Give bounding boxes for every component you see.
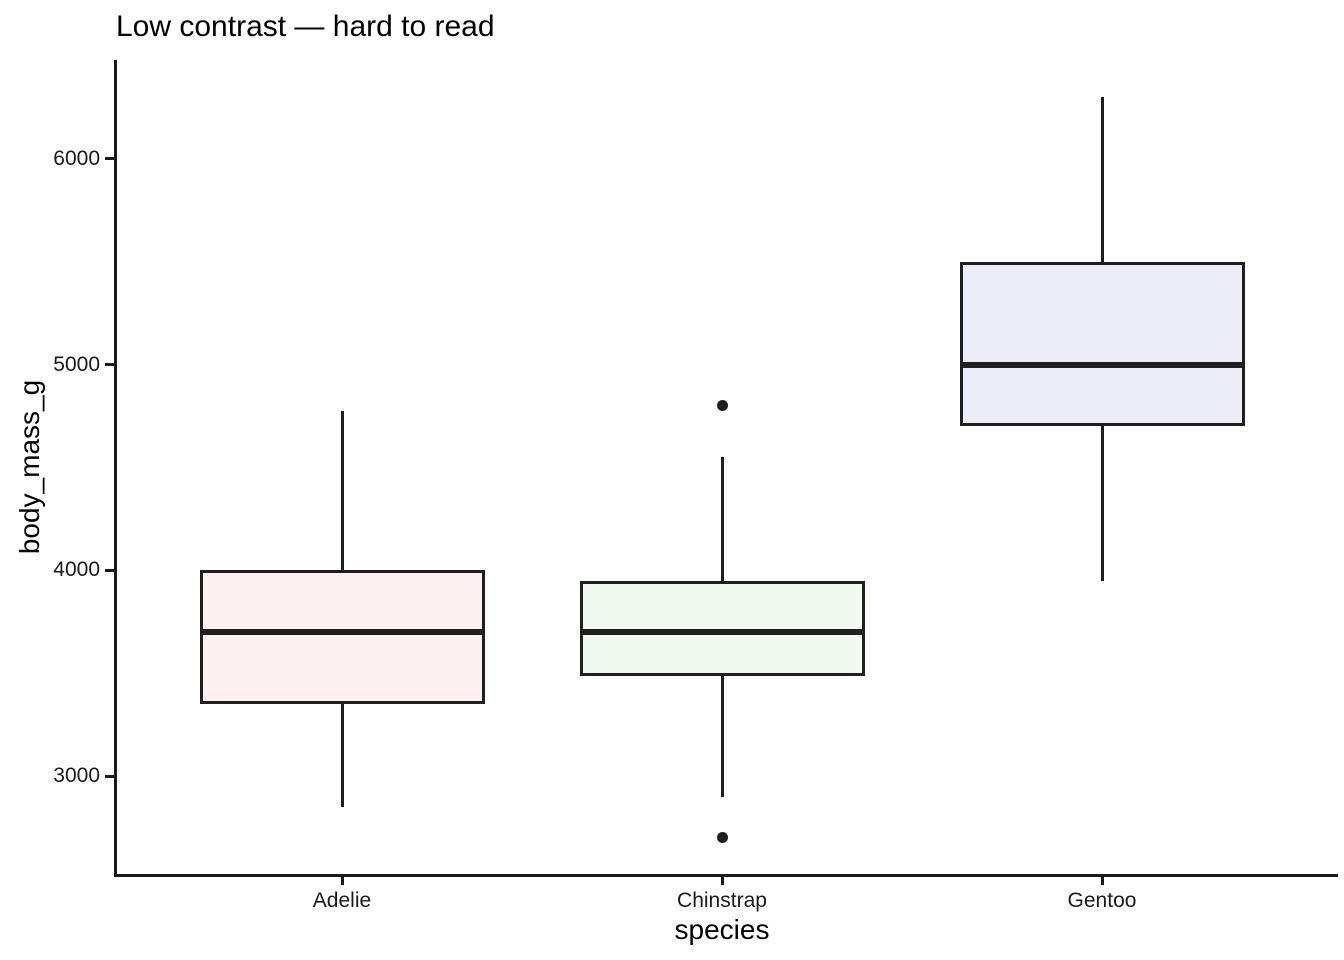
y-tick-mark bbox=[105, 157, 114, 161]
y-tick-label: 4000 bbox=[53, 558, 100, 582]
iqr-box bbox=[579, 580, 865, 676]
x-tick-label: Gentoo bbox=[1067, 889, 1137, 912]
iqr-box bbox=[199, 570, 485, 705]
upper-whisker bbox=[340, 410, 344, 571]
y-tick-label: 5000 bbox=[53, 352, 100, 376]
x-tick-mark bbox=[720, 877, 724, 885]
lower-whisker bbox=[340, 704, 344, 808]
y-tick-mark bbox=[105, 568, 114, 572]
y-tick-mark bbox=[105, 363, 114, 367]
y-tick-mark bbox=[105, 774, 114, 778]
lower-whisker bbox=[720, 675, 724, 797]
lower-whisker bbox=[1100, 426, 1104, 581]
plot-title: Low contrast — hard to read bbox=[116, 10, 495, 43]
iqr-box bbox=[959, 261, 1245, 427]
median-line bbox=[959, 361, 1245, 368]
y-axis-line bbox=[114, 60, 117, 877]
x-tick-mark bbox=[340, 877, 344, 885]
y-axis-title: body_mass_g bbox=[14, 379, 45, 555]
upper-whisker bbox=[720, 457, 724, 581]
outlier-point bbox=[716, 832, 728, 844]
x-tick-label: Chinstrap bbox=[677, 889, 767, 912]
x-axis-line bbox=[114, 874, 1338, 877]
x-tick-mark bbox=[1100, 877, 1104, 885]
y-tick-label: 6000 bbox=[53, 146, 100, 170]
y-tick-label: 3000 bbox=[53, 764, 100, 788]
median-line bbox=[579, 629, 865, 636]
outlier-point bbox=[716, 400, 728, 412]
median-line bbox=[199, 629, 485, 636]
upper-whisker bbox=[1100, 97, 1104, 262]
x-axis-title: species bbox=[674, 914, 770, 945]
x-tick-label: Adelie bbox=[312, 889, 372, 912]
